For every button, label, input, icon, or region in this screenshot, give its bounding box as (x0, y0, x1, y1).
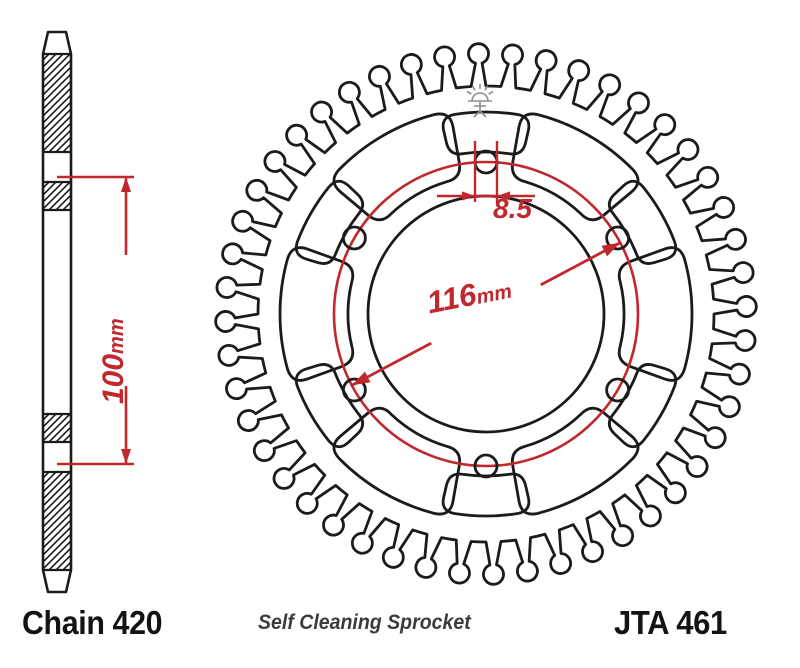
pocket-large (332, 406, 462, 516)
pocket-large (332, 112, 462, 222)
bolt-hole (341, 225, 367, 251)
dimension-8p5 (437, 141, 535, 202)
sunrise-stem (473, 101, 487, 118)
bolt-circle-reference (332, 160, 640, 468)
sun-ray-2 (471, 85, 476, 91)
front-view (214, 42, 758, 586)
dimension-116-unit: mm (474, 280, 514, 309)
arrowhead-left (462, 191, 475, 201)
sun-ray-4 (466, 90, 472, 95)
side-view-band-dividers (43, 52, 71, 572)
pocket-large (510, 112, 640, 222)
arrowhead-right (497, 191, 510, 201)
arrowhead-bottom (121, 449, 131, 464)
caption-row: Chain 420 Self Cleaning Sprocket JTA 461 (0, 604, 800, 662)
hatch-band-top-outer (43, 54, 71, 152)
bolt-hole (605, 377, 631, 403)
dimension-label-outer-diameter: 100mm (97, 318, 131, 404)
pocket-small (607, 363, 678, 449)
pocket-large (510, 406, 640, 516)
center-bore-circle (366, 194, 606, 434)
bolt-hole (473, 453, 499, 479)
pocket-small (607, 179, 678, 265)
side-section-view (41, 30, 73, 594)
pocket-small (294, 363, 365, 449)
sun-ray-1 (484, 85, 489, 91)
dimension-116mm-leader (351, 241, 621, 387)
sprocket-lightening-pockets (278, 110, 694, 518)
side-view-hatching (43, 54, 71, 570)
chain-size-label: Chain 420 (22, 604, 163, 641)
dimension-100-value: 100 (97, 353, 130, 404)
bolt-hole (605, 225, 631, 251)
pocket-small (441, 110, 531, 156)
sun-dome (471, 92, 489, 102)
hatch-band-bottom-outer (43, 472, 71, 570)
pocket-large (617, 246, 694, 382)
pocket-small (441, 472, 531, 518)
dimension-100mm (57, 175, 134, 466)
bolt-hole (341, 377, 367, 403)
arrowhead (351, 371, 371, 386)
dimension-100-unit: mm (106, 318, 128, 354)
sunrise-icon (466, 84, 494, 118)
sun-ray-3 (488, 90, 494, 95)
sprocket-teeth-profile (214, 42, 758, 586)
part-number-label: JTA 461 (614, 604, 727, 641)
pocket-small (294, 179, 365, 265)
side-view-outline (41, 30, 73, 594)
arrowhead-top (121, 177, 131, 192)
dimension-label-bolt-hole-diameter: 8.5 (493, 193, 532, 224)
product-tagline: Self Cleaning Sprocket (258, 611, 471, 634)
arrowhead (601, 242, 621, 257)
pocket-large (278, 246, 355, 382)
